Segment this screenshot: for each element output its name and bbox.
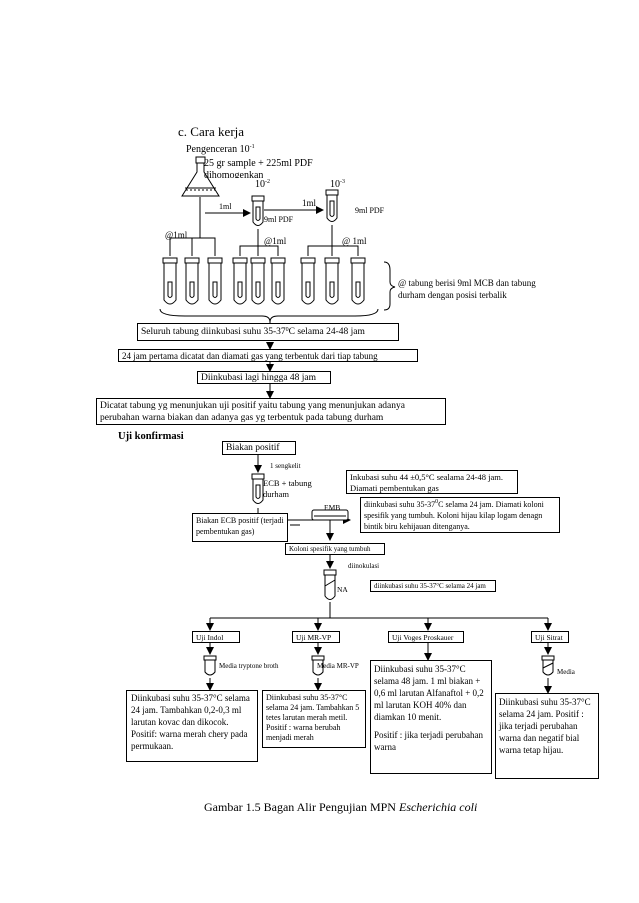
emb-label: EMB [324,503,341,512]
mcb-tube-row [162,257,366,305]
media-indol: Media tryptone broth [219,662,279,670]
desc-sitrat: Diinkubasi suhu 35-37°C selama 24 jam. P… [495,693,599,779]
desc-indol: Diinkubasi suhu 35-37°C selama 24 jam. T… [126,690,258,762]
pdf-label-2: 9ml PDF [355,206,385,215]
note-brace [383,261,396,311]
homogenized-text: dihomogenkan [204,170,264,178]
mcb-tube [184,257,200,305]
transfer-label-2: 1ml [302,198,317,208]
inoc-line-2 [239,229,259,256]
na-label: NA [337,585,348,594]
incubate-box: Seluruh tabung diinkubasi suhu 35-370C s… [137,323,399,341]
na-incubate-box: diinkubasi suhu 35-37°C selama 24 jam [370,580,496,592]
dilution-label: Pengenceran 10-1 [186,144,255,155]
test-label-sitrat: Uji Sitrat [531,631,569,643]
confirm-heading: Uji konfirmasi [118,431,184,442]
desc-vp-main: Diinkubasi suhu 35-37°C selama 48 jam. 1… [374,664,484,722]
desc-vp-positive: Positif : jika terjadi perubahan warna [374,730,483,752]
tube-note: @ tabung berisi 9ml MCB dan tabung durha… [398,278,536,300]
mcb-tube [350,257,366,305]
inoculated-label: diinokulasi [348,562,380,570]
test-label-mrvp: Uji MR-VP [292,631,340,643]
dilution-10-2: 10-2 [255,179,270,190]
dilution-tube-10-2 [251,195,265,226]
colony-box: Koloni spesifik yang tumbuh [285,543,385,555]
one-loop-label: 1 sengkelit [270,462,301,470]
mcb-tube [270,257,286,305]
incubate-44-box: Inkubasi suhu 44 ±0,5°C sealama 24-48 ja… [346,470,518,494]
media-mrvp: Media MR-VP [317,662,359,670]
pdf-label-1: 9ml PDF [264,215,294,224]
inoc-line-3 [307,225,333,256]
mcb-tube [162,257,178,305]
sitrat-tube [541,655,555,676]
record-box: Dicatat tabung yg menunjukan uji positif… [96,398,446,425]
flask-icon [181,156,220,197]
desc-vp: Diinkubasi suhu 35-37°C selama 48 jam. 1… [370,660,492,774]
mcb-tube [250,257,266,305]
mcb-tube [207,257,223,305]
inoc-label-1: @1ml [165,230,188,240]
transfer-label-1: 1ml [219,202,232,211]
inoc-line-1 [169,197,201,256]
test-label-indol: Uji Indol [192,631,240,643]
dilution-10-3: 10-3 [330,179,345,190]
sample-text: 25 gr sample + 225ml PDF [204,158,313,169]
desc-mrvp: Diinkubasi suhu 35-37°C selama 24 jam. T… [262,690,366,748]
section-heading: c. Cara kerja [178,124,245,139]
biakan-positif-box: Biakan positif [222,441,296,455]
na-tube [323,569,337,600]
emb-incubate-box: diinkubasi suhu 35-370C selama 24 jam. D… [360,497,560,533]
first-24-box: 24 jam pertama dicatat dan diamati gas y… [118,349,418,362]
inoc-label-3: @ 1ml [342,236,367,246]
biakan-ecb-box: Biakan ECB positif (terjadi pembentukan … [192,513,288,542]
test-label-vp: Uji Voges Proskauer [388,631,464,643]
mcb-tube [300,257,316,305]
dilution-tube-10-3 [325,189,339,222]
emb-plate [311,509,349,521]
tubes-brace [159,308,379,323]
mcb-tube [324,257,340,305]
figure-caption: Gambar 1.5 Bagan Alir Pengujian MPN Esch… [204,800,478,814]
indol-tube [203,655,217,676]
ecb-tube [251,473,265,504]
incubate-48-box: Diinkubasi lagi hingga 48 jam [197,371,331,384]
media-sitrat: Media [557,668,575,676]
mrvp-tube [311,655,325,676]
inoc-label-2: @1ml [264,236,287,246]
ecb-label: ECB + tabung durham [263,478,312,499]
mcb-tube [232,257,248,305]
